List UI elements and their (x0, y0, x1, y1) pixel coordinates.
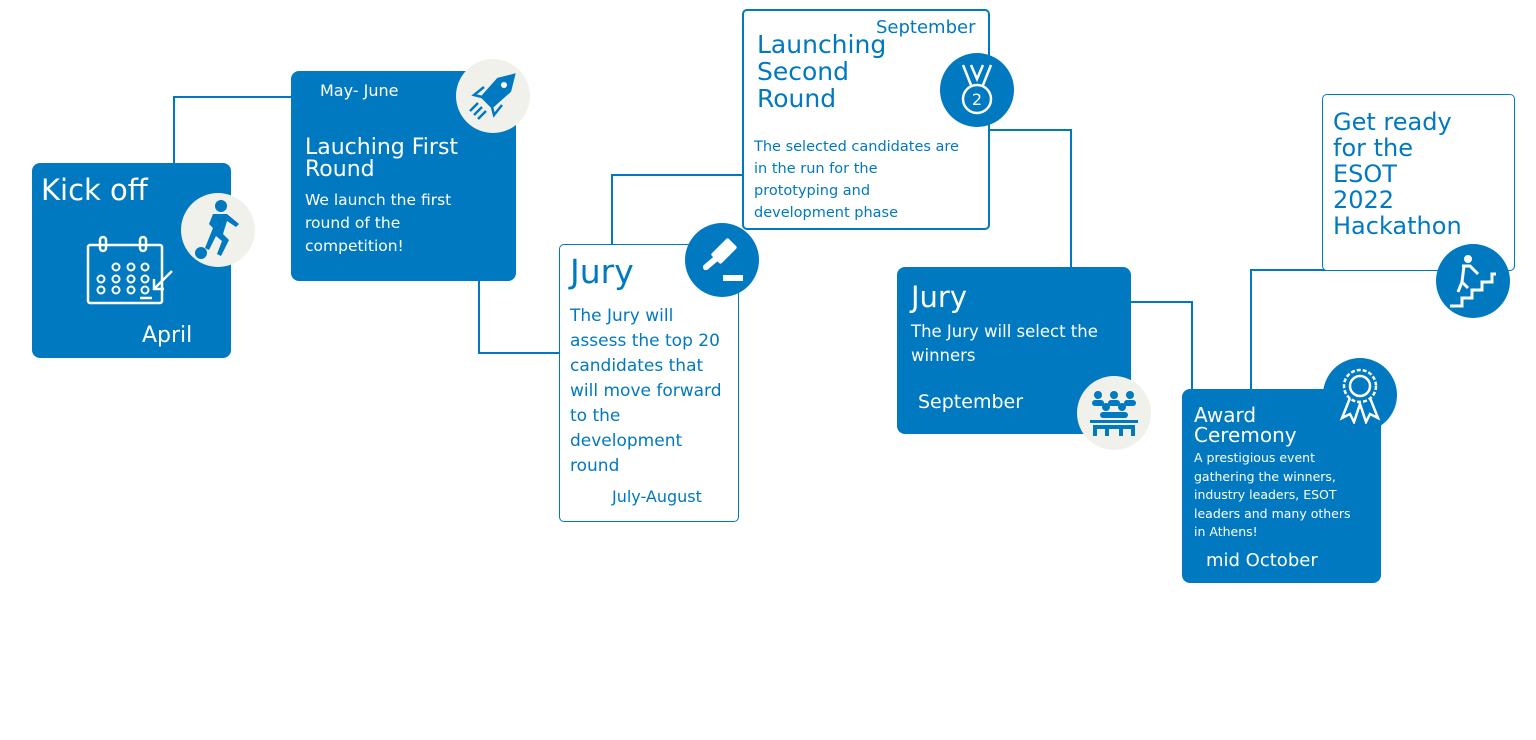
step-desc: round (570, 456, 620, 476)
jury-panel-icon (1077, 376, 1151, 450)
step-date: April (142, 323, 193, 348)
step-desc: in Athens! (1194, 524, 1258, 539)
step-title: Lauching First (305, 135, 459, 160)
step-desc: We launch the first (305, 191, 452, 209)
step-desc: development (570, 431, 683, 451)
step-date: mid October (1206, 550, 1318, 571)
connector (173, 96, 292, 98)
step-desc: competition! (305, 237, 404, 255)
step-kick-off: Kick off April (32, 163, 231, 358)
connector (1130, 301, 1193, 303)
step-title: Hackathon (1333, 212, 1462, 240)
step-desc: leaders and many others (1194, 506, 1351, 521)
step-date: September (918, 391, 1024, 413)
step-title: Second (757, 57, 850, 86)
connector (611, 174, 613, 245)
step-desc: A prestigious event (1194, 450, 1315, 465)
svg-text:2: 2 (972, 90, 982, 109)
step-jury-assess: Jury The Jury will assess the top 20 can… (559, 244, 739, 522)
step-desc: prototyping and (754, 183, 871, 199)
step-title: Round (757, 84, 837, 113)
step-desc: development phase (754, 205, 899, 221)
step-date: September (876, 17, 976, 38)
calendar-icon (86, 235, 176, 307)
step-desc: industry leaders, ESOT (1194, 487, 1337, 502)
rocket-icon (456, 59, 530, 133)
connector (478, 352, 560, 354)
step-desc: assess the top 20 (570, 331, 720, 351)
step-title: Award (1194, 403, 1257, 427)
step-desc: in the run for the (754, 161, 878, 177)
step-title: Jury (570, 252, 634, 291)
medal-icon: 2 (940, 53, 1014, 127)
step-title: ESOT (1333, 160, 1397, 188)
connector (1191, 301, 1193, 390)
step-title: Get ready (1333, 108, 1452, 136)
connector (1070, 129, 1072, 268)
step-desc: The Jury will select the (911, 322, 1098, 341)
step-title: Jury (911, 280, 968, 314)
step-title: 2022 (1333, 186, 1395, 214)
award-ribbon-icon (1323, 358, 1397, 432)
step-title: Kick off (41, 173, 148, 207)
step-second-round: September Launching Second Round The sel… (742, 9, 990, 230)
step-jury-winners: Jury The Jury will select the winners Se… (897, 267, 1131, 434)
step-desc: gathering the winners, (1194, 469, 1336, 484)
step-desc: to the (570, 406, 621, 426)
step-get-ready: Get ready for the ESOT 2022 Hackathon (1322, 94, 1515, 271)
step-date: May- June (320, 81, 399, 100)
step-desc: will move forward (570, 381, 722, 401)
step-title: Launching (757, 30, 887, 59)
step-date: July-August (612, 487, 702, 506)
step-title: for the (1333, 134, 1414, 162)
connector (611, 174, 743, 176)
step-title: Round (305, 157, 375, 182)
connector (173, 96, 175, 164)
connector (478, 280, 480, 354)
connector (989, 129, 1072, 131)
soccer-player-icon (181, 193, 255, 267)
step-desc: round of the (305, 214, 401, 232)
step-desc: winners (911, 346, 976, 365)
connector (1250, 269, 1252, 390)
gavel-icon (685, 223, 759, 297)
step-title: Ceremony (1194, 423, 1297, 447)
step-desc: candidates that (570, 356, 704, 376)
step-desc: The selected candidates are (754, 139, 959, 155)
step-desc: The Jury will (570, 306, 674, 326)
stairs-climb-icon (1436, 244, 1510, 318)
